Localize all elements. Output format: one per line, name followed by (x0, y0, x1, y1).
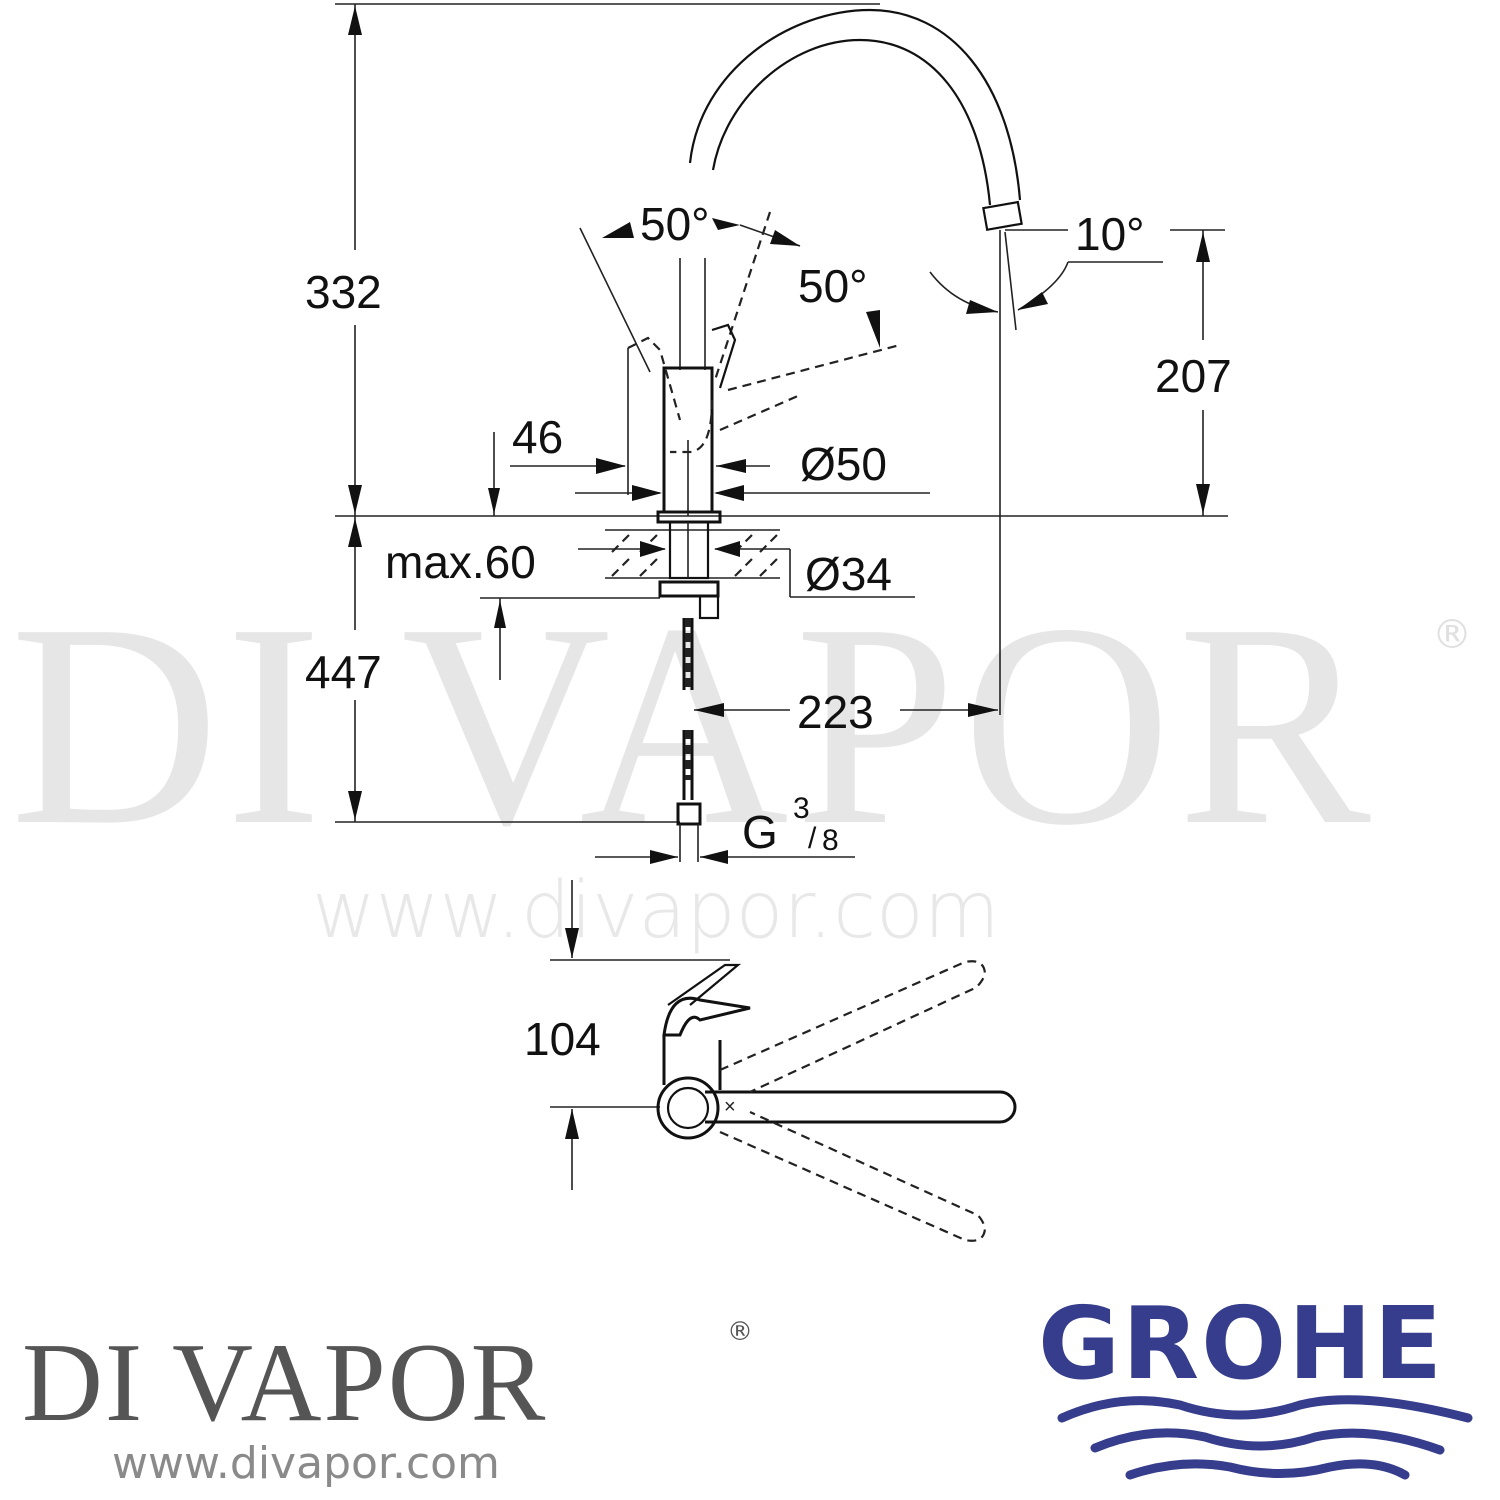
divapor-logo: DI VAPOR ® www.divapor.com (22, 1317, 753, 1489)
dim-deck-thickness: max.60 (385, 536, 536, 588)
grohe-logo: GROHE (1038, 1285, 1473, 1480)
side-elevation-view: 332 447 10° 207 50 (305, 3, 1232, 864)
dim-total-height: 332 (305, 266, 382, 318)
watermark-url: www.divapor.com (312, 866, 1000, 956)
divapor-registered-mark: ® (727, 1317, 753, 1347)
dim-spout-reach: 223 (797, 686, 874, 738)
dim-hole-diameter: Ø34 (805, 548, 892, 600)
dim-connection-thread-den: 8 (822, 824, 839, 857)
fraction-slash: / (808, 822, 817, 855)
divapor-logo-text: DI VAPOR (22, 1321, 547, 1445)
plan-view: 104 × (524, 880, 1017, 1242)
center-mark: × (724, 1096, 736, 1118)
divapor-url: www.divapor.com (112, 1438, 500, 1489)
dim-body-offset: 46 (512, 411, 563, 463)
dim-body-diameter: Ø50 (800, 438, 887, 490)
watermark-brand: DI VAPOR (10, 564, 1377, 885)
watermark-registered: ® (1432, 612, 1472, 658)
grohe-logo-text: GROHE (1038, 1285, 1444, 1402)
dim-spout-swivel: 10° (1075, 208, 1145, 260)
dim-spout-height: 207 (1155, 350, 1232, 402)
dim-handle-clearance: 104 (524, 1013, 601, 1065)
dim-connection-thread-prefix: G (742, 806, 778, 858)
grohe-waves-icon (1057, 1395, 1473, 1480)
dim-connection-thread-num: 3 (793, 792, 810, 825)
dim-lever-angle-right: 50° (798, 260, 868, 312)
watermark: DI VAPOR ® www.divapor.com (10, 564, 1472, 956)
dim-lever-angle-left: 50° (640, 198, 710, 250)
dim-hose-length: 447 (305, 646, 382, 698)
